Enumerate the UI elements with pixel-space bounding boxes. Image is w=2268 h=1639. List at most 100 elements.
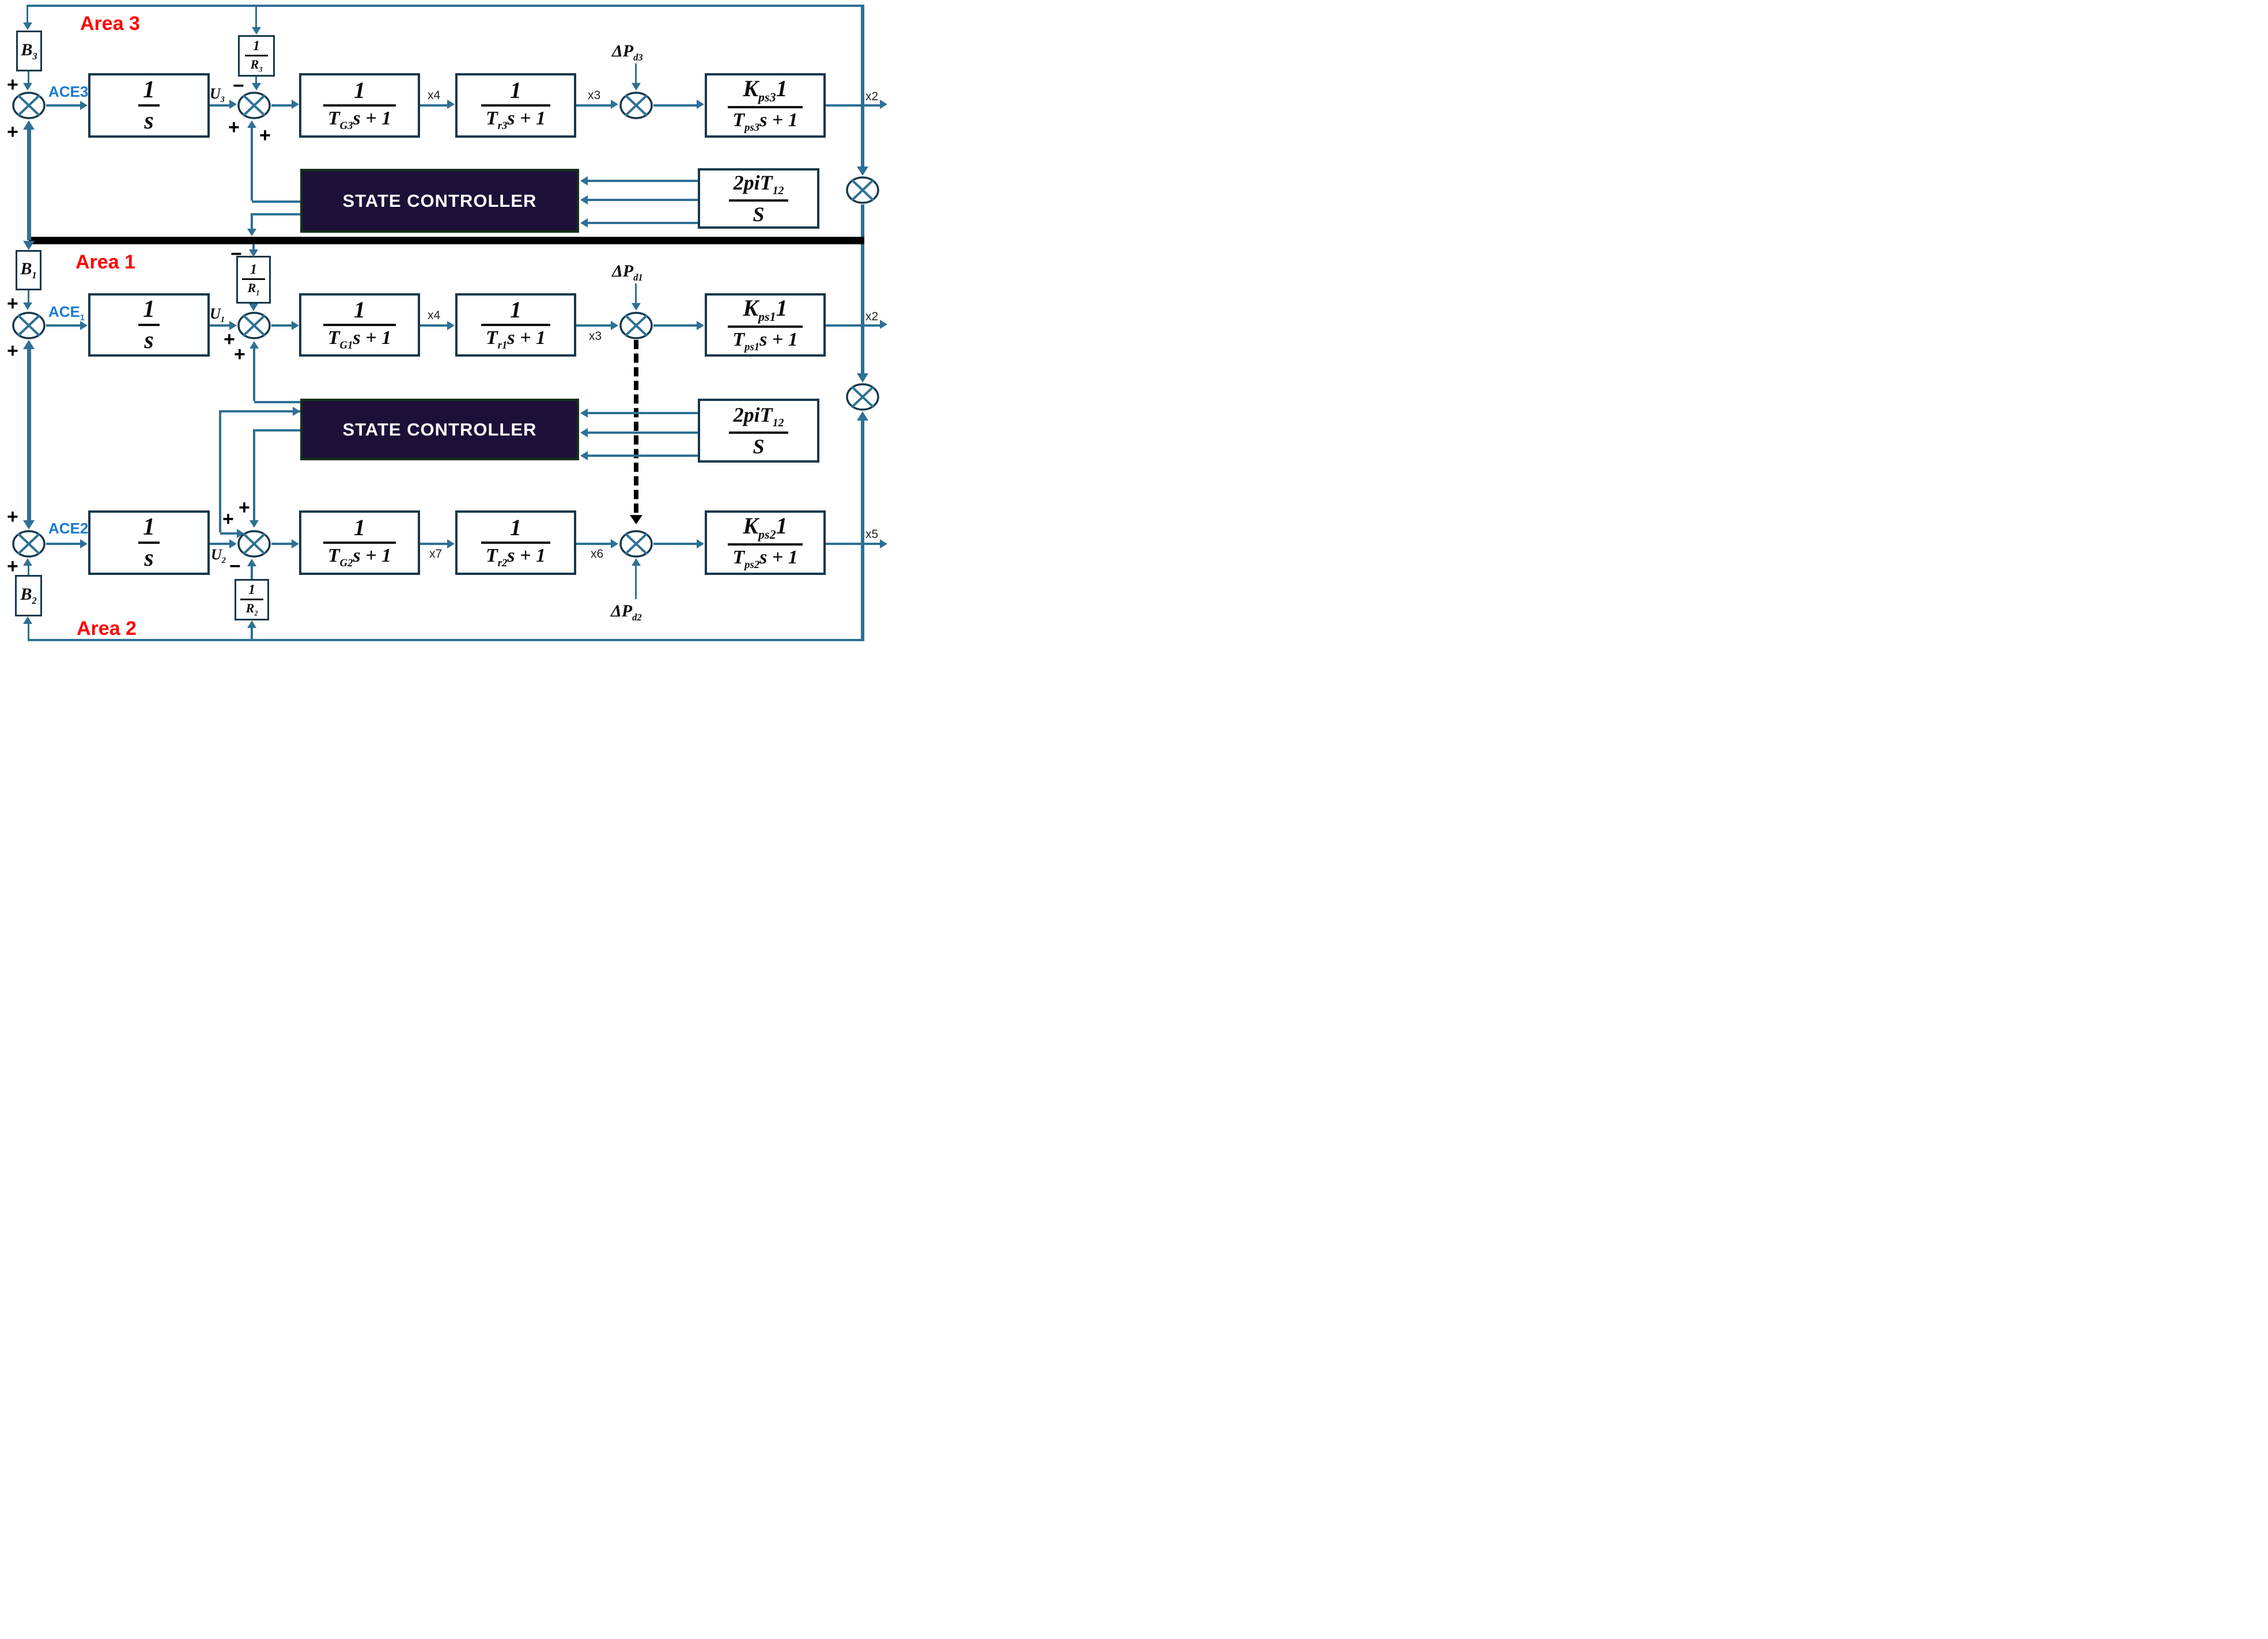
x6-label: x6 <box>591 547 604 561</box>
b1-to-sum-line <box>28 290 29 302</box>
load2-label: ΔPd2 <box>611 601 642 623</box>
bottom-feedback-line <box>28 639 864 641</box>
tie1-to-ctrl1-line <box>582 199 698 201</box>
arrow-icon <box>880 539 887 548</box>
area-divider-bar <box>29 237 864 244</box>
ctrl2-out-a-h <box>254 401 300 403</box>
ace3-label: ACE3 <box>48 83 89 100</box>
arrow-icon <box>857 373 868 383</box>
sum-junction-icon <box>237 530 271 558</box>
gov2-out-line <box>420 543 447 545</box>
b2-feed-line <box>28 624 29 639</box>
tie-junction-icon <box>846 176 879 204</box>
arrow-icon <box>697 539 704 548</box>
ctrl1-out-b-h <box>252 213 300 215</box>
num: 1 <box>353 77 365 104</box>
b3-block: B3 <box>16 31 42 71</box>
sum-junction-icon <box>237 312 271 339</box>
arrow-icon <box>249 249 258 257</box>
top-feedback-line <box>28 5 864 7</box>
right-tie-vertical-mid <box>861 205 864 376</box>
ace2-label: ACE2 <box>48 520 89 537</box>
arrow-icon <box>580 408 588 418</box>
minus-sign: − <box>230 243 242 265</box>
arrow-icon <box>697 100 704 109</box>
load3-label: ΔPd3 <box>612 41 643 63</box>
arrow-icon <box>447 321 455 330</box>
sum3-out-line <box>271 104 292 107</box>
arrow-icon <box>880 100 887 109</box>
u3-label: U3 <box>210 85 225 105</box>
gov3-out-line <box>420 104 447 107</box>
state-controller-2: STATE CONTROLLER <box>300 399 579 460</box>
num: 1 <box>143 77 155 103</box>
num: 1 <box>353 514 365 541</box>
droop3-out-line <box>255 77 257 83</box>
minus-sign: − <box>233 75 244 97</box>
arrow-icon <box>229 321 237 330</box>
num: 1 <box>509 297 521 323</box>
ace1-label: ACE1 <box>48 303 85 323</box>
tie2-to-ctrl2-line <box>582 431 698 434</box>
plus-sign: + <box>7 555 18 577</box>
arrow-icon <box>23 558 32 566</box>
ctrl2-out-c-h <box>254 429 300 431</box>
arrow-icon <box>580 428 588 437</box>
arrow-icon <box>250 520 259 528</box>
droop2-out-line <box>251 566 253 579</box>
b2-to-sum-line <box>28 566 29 575</box>
arrow-icon <box>857 166 868 176</box>
load1-arrow-line <box>635 283 637 303</box>
right-tie-vertical-top <box>861 5 864 169</box>
arrow-icon <box>611 321 618 330</box>
state-controller-1: STATE CONTROLLER <box>300 169 579 233</box>
arrow-icon <box>697 321 704 330</box>
droop2-feed-line <box>251 628 253 639</box>
arrow-icon <box>247 559 256 566</box>
num: 1 <box>353 297 365 323</box>
plus-sign: + <box>228 116 240 138</box>
right-tie-vertical-bottom <box>861 421 864 640</box>
num: 1 <box>143 514 155 540</box>
num: 1 <box>252 38 260 54</box>
arrow-icon <box>252 83 261 90</box>
arrow-icon <box>447 539 455 548</box>
load3-arrow-line <box>635 63 637 84</box>
tie2-to-ctrl2-line <box>582 412 698 414</box>
arrow-icon <box>580 218 588 228</box>
plus-sign: + <box>7 121 18 143</box>
ctrl2-line-b-h2 <box>220 532 237 535</box>
sum-junction-icon <box>619 530 653 558</box>
int1-out-line <box>210 324 230 327</box>
b3-to-sum-line <box>28 71 29 83</box>
arrow-icon <box>247 120 256 128</box>
arrow-icon <box>229 539 237 548</box>
arrow-icon <box>23 340 35 349</box>
plus-sign: + <box>259 124 271 146</box>
droop3-feed-line <box>255 5 257 28</box>
arrow-icon <box>880 320 887 329</box>
arrow-icon <box>611 100 618 109</box>
arrow-icon <box>580 195 588 205</box>
ace3-out-line <box>46 104 81 107</box>
b2-label: B <box>20 585 32 604</box>
x3-label: x3 <box>589 330 602 343</box>
den: s <box>144 545 154 571</box>
load2-arrow-line <box>635 566 637 599</box>
arrow-icon <box>23 616 32 624</box>
minus-sign: − <box>229 555 241 577</box>
load3-out-line <box>653 104 698 107</box>
num: 1 <box>250 262 257 278</box>
x4-label: x4 <box>428 89 441 102</box>
arrow-icon <box>632 83 641 90</box>
int2-out-line <box>210 543 230 545</box>
